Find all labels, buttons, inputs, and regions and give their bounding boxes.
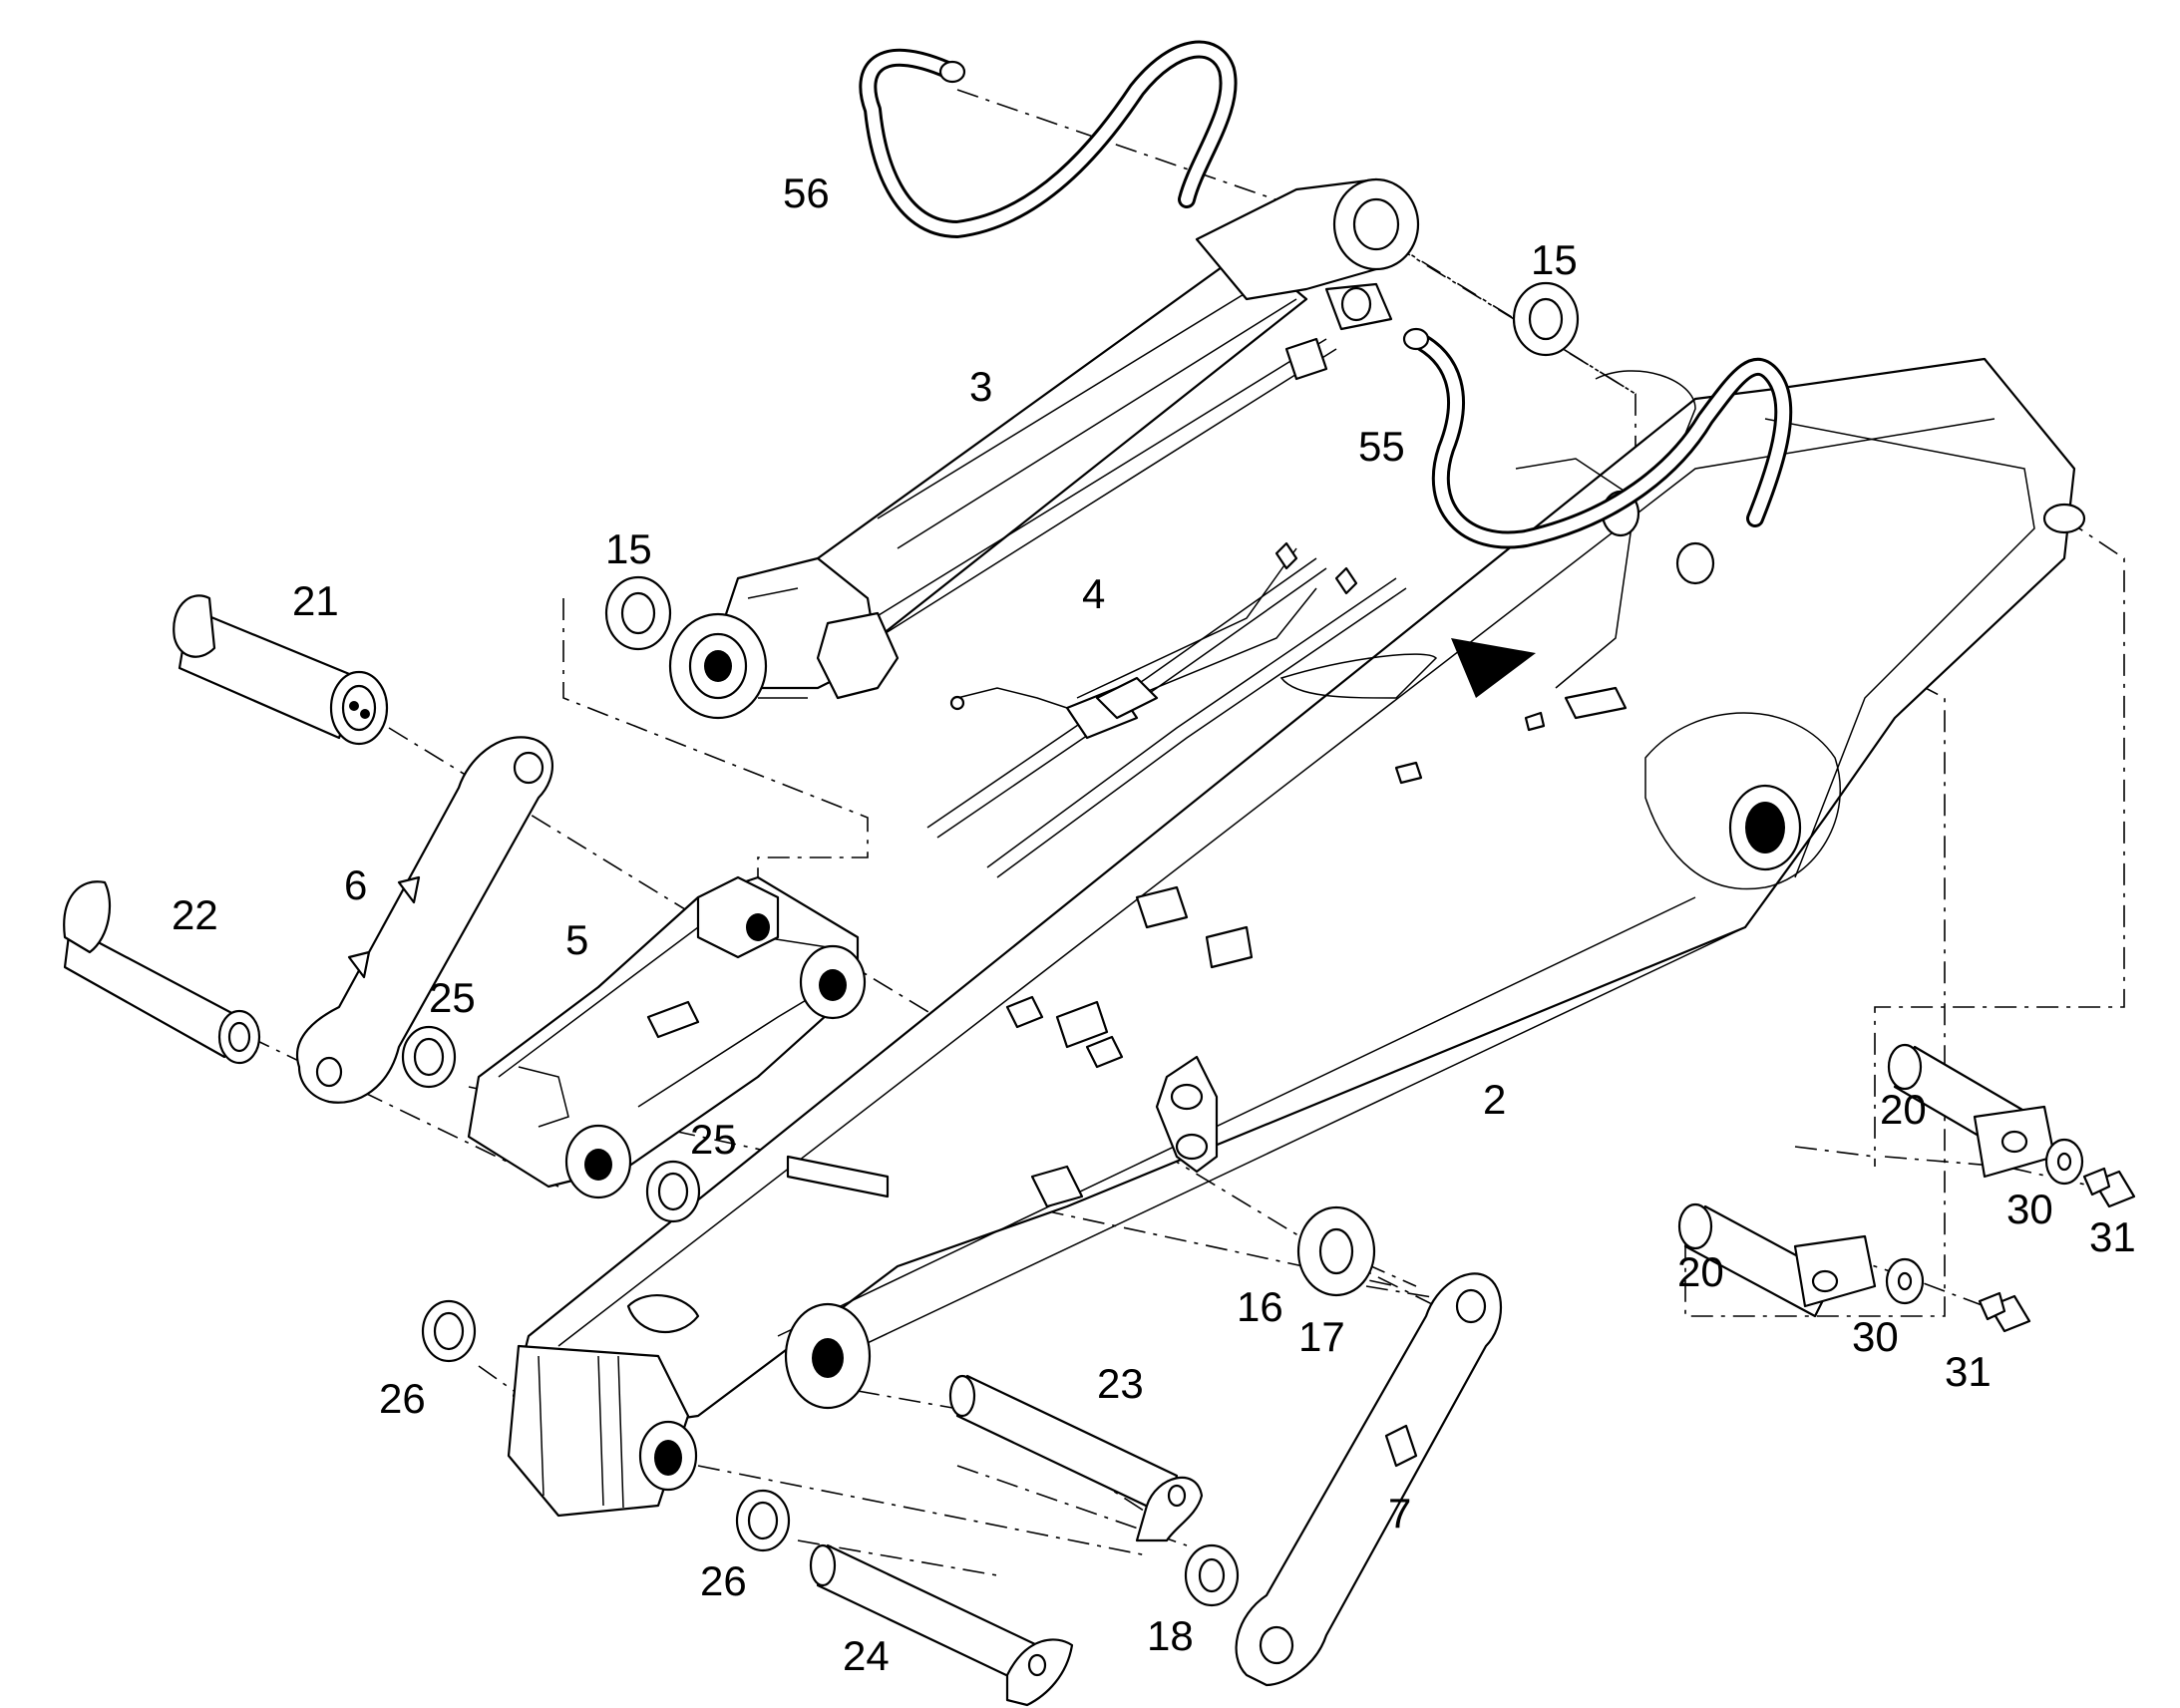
callout-26-upper: 26 <box>379 1375 426 1422</box>
washer-25-lower <box>645 1160 701 1223</box>
callout-22: 22 <box>172 891 218 938</box>
pin-22 <box>63 880 261 1065</box>
washer-18 <box>1184 1543 1240 1607</box>
callout-21: 21 <box>292 577 339 624</box>
callout-5: 5 <box>565 916 588 963</box>
callout-56: 56 <box>783 170 830 216</box>
hydraulic-lines <box>926 541 1407 878</box>
callout-31-lower: 31 <box>1945 1348 1992 1395</box>
linkage-bracket <box>467 875 867 1199</box>
hose-55 <box>1402 327 1793 549</box>
callout-18: 18 <box>1147 1612 1194 1659</box>
bushing-16-17 <box>1296 1205 1376 1297</box>
washer-26-lower <box>735 1489 791 1552</box>
callout-15-upper: 15 <box>1531 236 1578 283</box>
callout-24: 24 <box>843 1632 890 1679</box>
callout-4: 4 <box>1082 570 1105 617</box>
pin-24 <box>809 1543 1074 1707</box>
hydraulic-cylinder <box>668 177 1420 720</box>
callout-15-lower: 15 <box>605 525 652 572</box>
hose-56 <box>859 40 1238 238</box>
callout-55: 55 <box>1358 423 1405 470</box>
callout-17: 17 <box>1298 1313 1345 1360</box>
pin-23 <box>948 1374 1204 1542</box>
pin-20-lower <box>1677 1202 1877 1318</box>
callout-30-lower: 30 <box>1852 1313 1899 1360</box>
washer-15-upper <box>1512 281 1580 357</box>
washer-30-upper <box>2044 1138 2084 1186</box>
callout-25-upper: 25 <box>429 974 476 1021</box>
bolt-31-lower <box>1978 1291 2031 1333</box>
callout-2: 2 <box>1483 1076 1506 1123</box>
boom-arm <box>507 357 2086 1518</box>
pin-20-upper <box>1887 1043 2056 1179</box>
callout-25-lower: 25 <box>690 1116 737 1163</box>
callout-31-upper: 31 <box>2089 1213 2136 1260</box>
bolt-31-upper <box>2082 1167 2136 1208</box>
washer-26-upper <box>421 1299 477 1363</box>
callout-20-upper: 20 <box>1880 1086 1927 1133</box>
link-6 <box>296 736 553 1104</box>
washer-30-lower <box>1885 1257 1925 1305</box>
callout-20-lower: 20 <box>1677 1248 1724 1295</box>
callout-23: 23 <box>1097 1360 1144 1407</box>
callout-16: 16 <box>1237 1283 1283 1330</box>
callout-3: 3 <box>969 363 992 410</box>
bushing-25-upper <box>401 1025 457 1089</box>
callout-30-upper: 30 <box>2006 1186 2053 1232</box>
callout-labels: 56 15 3 55 15 4 21 6 22 5 25 25 2 20 30 … <box>172 170 2136 1679</box>
callout-6: 6 <box>344 861 367 908</box>
washer-15-lower <box>604 575 672 651</box>
callout-7: 7 <box>1388 1490 1411 1537</box>
callout-26-lower: 26 <box>700 1557 747 1604</box>
pin-21 <box>173 594 389 746</box>
link-7 <box>1235 1272 1503 1687</box>
